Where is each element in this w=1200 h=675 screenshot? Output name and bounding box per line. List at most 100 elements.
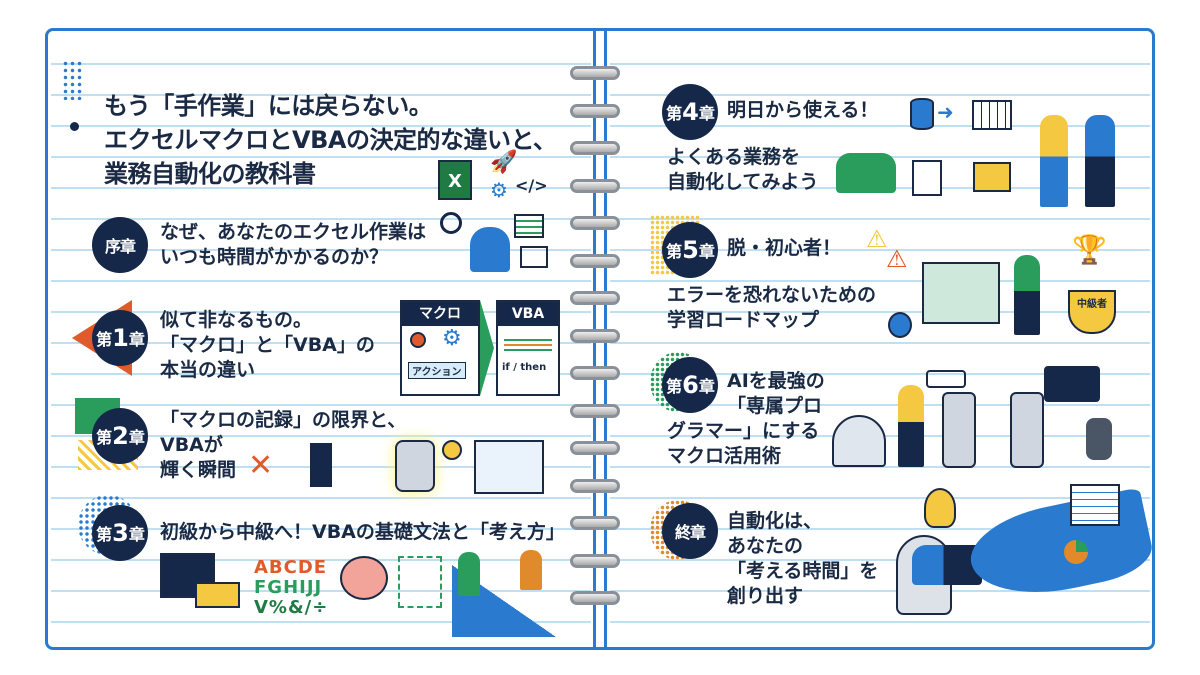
chapter-text-line: 本当の違い	[160, 359, 256, 381]
pie-chart-icon	[1064, 540, 1088, 564]
spiral-ring	[570, 291, 620, 305]
spiral-ring	[570, 516, 620, 530]
chapter-text-line: 学習ロードマップ	[667, 309, 820, 331]
letters-line: ABCDE	[254, 557, 328, 578]
cross-icon: ✕	[248, 448, 274, 483]
robot-icon	[395, 440, 435, 492]
chapter-text-line: 初級から中級へ！VBAの基礎文法と「考え方」	[160, 521, 565, 543]
chapter-text-line: マクロ活用術	[667, 445, 782, 467]
trophy-icon: 中級者	[1068, 290, 1116, 334]
climbing-person-icon	[458, 552, 480, 596]
blocks-icon	[195, 582, 240, 608]
title-line-3: 業務自動化の教科書	[104, 160, 316, 188]
person-icon	[1085, 115, 1115, 207]
vba-box: VBA if / then	[496, 300, 560, 396]
chapter-text-line: 「マクロ」と「VBA」の	[160, 334, 375, 356]
chapter-prologue-title: なぜ、あなたのエクセル作業は いつも時間がかかるのか？	[160, 220, 426, 270]
spiral-ring	[570, 403, 620, 418]
vba-code-text: if / then	[502, 362, 547, 373]
person-icon	[898, 385, 924, 467]
spreadsheet-icon	[1070, 484, 1120, 526]
trophy-icon: 🏆	[1072, 233, 1107, 266]
chapter-6-title: グラマー」にする マクロ活用術	[667, 419, 819, 469]
chapter-5-heading: 脱・初心者！	[727, 237, 842, 259]
document-icon	[912, 160, 942, 196]
person-icon	[470, 227, 510, 272]
chapter-3-title: 初級から中級へ！VBAの基礎文法と「考え方」	[160, 520, 565, 545]
chapter-badge-prologue: 序章	[92, 217, 148, 273]
chapter-text-line: 「専属プロ	[727, 395, 823, 417]
spiral-ring	[570, 328, 620, 343]
spiral-ring	[570, 178, 620, 193]
workflow-windows-icon	[474, 440, 544, 494]
chapter-badge-final: 終章	[662, 503, 718, 559]
dots-decoration	[62, 60, 84, 100]
action-label: アクション	[408, 362, 466, 379]
chapter-2-title: 「マクロの記録」の限界と、 VBAが 輝く瞬間	[160, 408, 406, 483]
spiral-ring	[570, 553, 620, 568]
chapter-4-title: よくある業務を 自動化してみよう	[667, 145, 818, 195]
chapter-6-heading: AIを最強の 「専属プロ	[727, 369, 825, 419]
arrow-icon	[480, 300, 494, 396]
chapter-text-line: AIを最強の	[727, 370, 825, 392]
code-window-icon	[1044, 366, 1100, 402]
stressed-worker-illustration	[440, 212, 570, 277]
speech-bubble-icon	[926, 370, 966, 388]
vba-box-title: VBA	[498, 302, 558, 326]
spiral-ring	[570, 66, 620, 80]
chapter-text-line: 創り出す	[727, 585, 804, 607]
person-icon	[1040, 115, 1068, 207]
macro-box: マクロ ⚙ アクション	[400, 300, 480, 396]
chapter-1-title: 似て非なるもの。 「マクロ」と「VBA」の 本当の違い	[160, 308, 375, 383]
spiral-ring	[570, 591, 620, 605]
chapter-text-line: 似て非なるもの。	[160, 309, 313, 331]
lightbulb-icon	[442, 440, 462, 460]
robot-icon	[942, 392, 976, 468]
envelope-icon	[973, 162, 1011, 192]
spiral-ring	[570, 103, 620, 118]
chapter-text-line: あなたの	[727, 535, 804, 557]
chapter-text-line: 自動化してみよう	[667, 171, 819, 193]
spiral-ring	[570, 141, 620, 155]
alphabet-letters: ABCDE FGHIJJ V%&/÷	[254, 558, 328, 618]
record-button-icon	[410, 332, 426, 348]
letters-line: V%&/÷	[254, 597, 329, 618]
letters-line: FGHIJJ	[254, 577, 323, 598]
laptop-user-icon	[836, 153, 896, 193]
chapter-5-title: エラーを恐れないための 学習ロードマップ	[667, 283, 876, 333]
ai-robot-head-icon	[832, 415, 886, 467]
title-line-1: もう「手作業」には戻らない。	[104, 92, 433, 120]
spiral-ring	[570, 478, 620, 493]
lightbulb-icon	[924, 488, 956, 528]
chapter-text-line: VBAが	[160, 434, 223, 456]
warning-icon: ⚠	[886, 245, 908, 273]
flowchart-icon	[398, 556, 442, 608]
spreadsheet-icon	[972, 100, 1012, 130]
gear-icon: ⚙	[442, 326, 462, 351]
chapter-text-line: 「マクロの記録」の限界と、	[160, 409, 407, 431]
clock-icon	[440, 212, 462, 234]
relaxing-person-icon	[912, 545, 982, 585]
code-lines	[504, 336, 552, 354]
brain-icon	[340, 556, 388, 600]
chapter-text-line: 輝く瞬間	[160, 459, 237, 481]
chapter-text-line: 「考える時間」を	[727, 560, 879, 582]
chapter-4-heading: 明日から使える！	[727, 99, 879, 121]
chapter-text-line: グラマー」にする	[667, 420, 820, 442]
dot-decoration	[70, 122, 79, 131]
arrow-icon: ➜	[937, 100, 954, 124]
robot-icon	[1010, 392, 1044, 468]
spiral-ring	[570, 366, 620, 380]
database-icon	[910, 98, 934, 130]
chapter-text-line: なぜ、あなたのエクセル作業は	[160, 221, 427, 243]
chapter-text-line: いつも時間がかかるのか？	[160, 246, 389, 268]
running-person-icon	[1014, 255, 1040, 335]
macro-box-title: マクロ	[402, 302, 478, 326]
warning-icon: ⚠	[866, 225, 888, 253]
chapter-final-title: 自動化は、 あなたの 「考える時間」を 創り出す	[727, 509, 878, 609]
